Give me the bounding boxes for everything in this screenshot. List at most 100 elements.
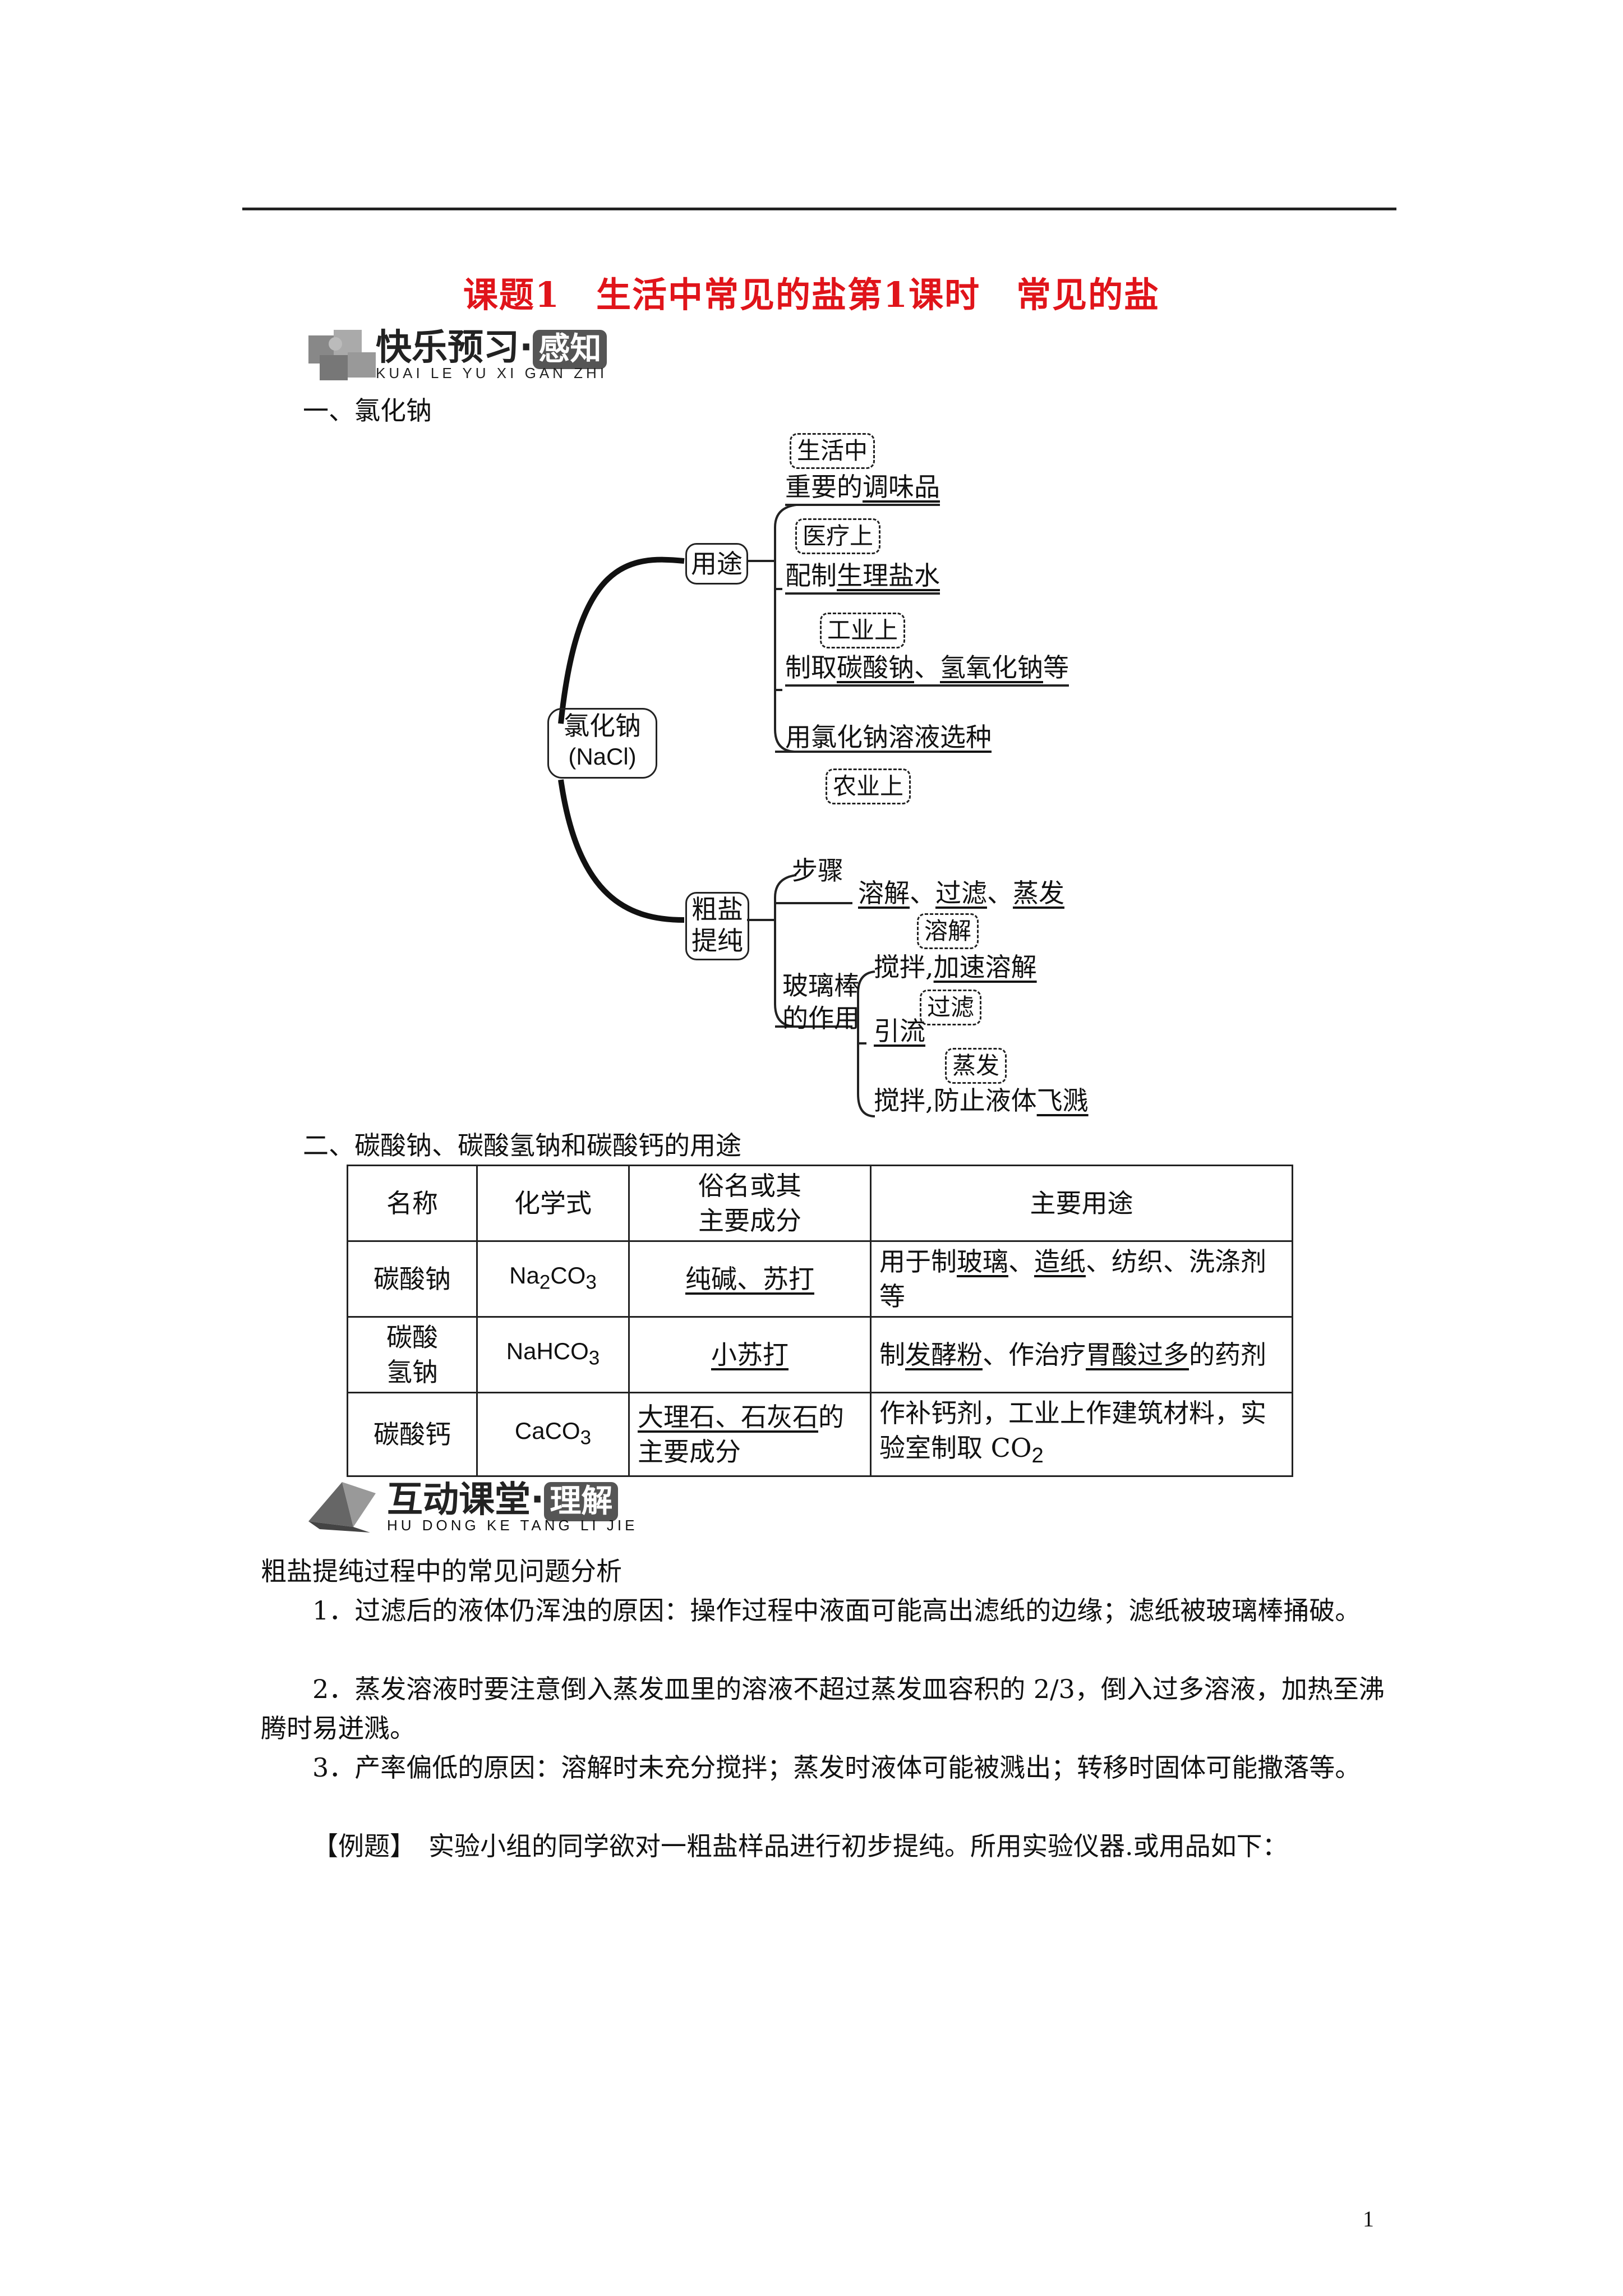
row1-use-e: 、纺织、洗涤剂等 [879, 1246, 1266, 1312]
row2-f1: NaHCO [506, 1337, 589, 1364]
row1-alias: 纯碱、苏打 [628, 1240, 872, 1318]
page-title: 课题1 生活中常见的盐第1课时 常见的盐 [463, 274, 1160, 315]
row1-use-d: 造纸 [1034, 1246, 1086, 1277]
rod-label: 玻璃棒 的作用 [782, 969, 860, 1034]
row1-f1: Na [509, 1262, 540, 1289]
use-agri-pre: 用氯化钠溶液 [785, 722, 940, 752]
table-row: 碳酸钠 Na2CO3 纯碱、苏打 用于制玻璃、造纸、纺织、洗涤剂等 [347, 1240, 1293, 1318]
row2-s1: 3 [588, 1347, 600, 1369]
tag-medical: 医疗上 [795, 518, 881, 554]
node-nacl-formula: (NaCl) [568, 743, 637, 770]
example-question: 【例题】 实验小组的同学欲对一粗盐样品进行初步提纯。所用实验仪器.或用品如下： [261, 1826, 1394, 1866]
row3-use: 作补钙剂，工业上作建筑材料，实验室制取 CO2 [870, 1391, 1293, 1478]
row2-formula: NaHCO3 [476, 1316, 630, 1393]
row2-use-c: 、作治疗 [983, 1340, 1086, 1370]
row2-alias-answer: 小苏打 [711, 1340, 789, 1370]
badge2-dot: · [531, 1479, 545, 1521]
th-use: 主要用途 [870, 1165, 1293, 1242]
row1-s1: 2 [539, 1271, 551, 1294]
row3-formula: CaCO3 [476, 1391, 630, 1478]
th-name: 名称 [347, 1165, 478, 1242]
badge2-main-text: 互动课堂 [387, 1479, 531, 1521]
th-alias: 俗名或其 主要成分 [628, 1165, 872, 1242]
use-industry-sep: 、 [914, 652, 940, 683]
badge2-pinyin: HU DONG KE TANG LI JIE [387, 1517, 638, 1534]
tag-rod-dissolve: 溶解 [917, 913, 979, 949]
row1-s2: 3 [585, 1271, 597, 1294]
node-nacl: 氯化钠 (NaCl) [547, 708, 657, 779]
rod-dissolve-pre: 搅拌, [874, 952, 934, 982]
use-medical: 配制生理盐水 [785, 559, 940, 595]
row2-name-line2: 氢钠 [386, 1357, 438, 1387]
node-nacl-name: 氯化钠 [564, 711, 641, 741]
tag-rod-evaporate: 蒸发 [945, 1048, 1007, 1084]
th-alias-line2: 主要成分 [698, 1205, 801, 1236]
rod-label-line2: 的作用 [782, 1003, 860, 1033]
steps-label: 步骤 [792, 855, 843, 886]
node-purify-line2: 提纯 [691, 926, 743, 956]
node-uses: 用途 [685, 543, 748, 585]
row2-name-line1: 碳酸 [386, 1322, 438, 1352]
row1-formula: Na2CO3 [476, 1240, 630, 1318]
row2-use-b: 发酵粉 [905, 1340, 983, 1370]
step-sep-1: 、 [910, 878, 935, 908]
step-dissolve: 溶解 [858, 878, 910, 908]
row1-use: 用于制玻璃、造纸、纺织、洗涤剂等 [870, 1240, 1293, 1318]
badge2-tag: 理解 [544, 1482, 619, 1521]
tag-agriculture: 农业上 [826, 769, 911, 804]
node-purify: 粗盐 提纯 [685, 892, 749, 960]
table-header-row: 名称 化学式 俗名或其 主要成分 主要用途 [347, 1165, 1293, 1242]
row3-f1: CaCO [514, 1417, 580, 1444]
use-daily: 重要的调味品 [785, 470, 940, 506]
badge-pinyin: KUAI LE YU XI GAN ZHI [376, 365, 608, 381]
row1-name: 碳酸钠 [347, 1240, 478, 1318]
badge-tag: 感知 [533, 330, 607, 369]
row2-use-d: 胃酸过多 [1086, 1340, 1189, 1370]
row3-alias: 大理石、石灰石的主要成分 [628, 1391, 872, 1478]
section-heading-nacl: 一、氯化钠 [303, 395, 432, 426]
rod-evaporate: 搅拌,防止液体飞溅 [874, 1084, 1089, 1117]
row3-alias-rest: 的主要成分 [638, 1402, 844, 1467]
tag-rod-filter: 过滤 [920, 990, 982, 1025]
use-industry-post: 等 [1043, 652, 1069, 683]
row2-use: 制发酵粉、作治疗胃酸过多的药剂 [870, 1316, 1293, 1393]
analysis-point-3: 3．产率偏低的原因：溶解时未充分搅拌；蒸发时液体可能被溅出；转移时固体可能撒落等… [312, 1752, 1361, 1783]
carbonate-table: 名称 化学式 俗名或其 主要成分 主要用途 碳酸钠 Na2CO3 纯碱、苏打 用… [347, 1165, 1293, 1478]
rod-dissolve: 搅拌,加速溶解 [874, 950, 1037, 984]
use-daily-answer: 调味品 [863, 472, 940, 502]
rod-evaporate-answer: 飞溅 [1036, 1085, 1089, 1116]
use-industry-answer-2: 氢氧化钠 [940, 652, 1043, 683]
tag-industry: 工业上 [820, 613, 906, 648]
row3-use-a: 作补钙剂，工业上作建筑材料，实验室制取 CO [879, 1398, 1266, 1463]
rod-evaporate-pre: 搅拌,防止液体 [874, 1085, 1037, 1116]
rod-label-line1: 玻璃棒 [782, 970, 860, 1001]
use-industry: 制取碳酸钠、氢氧化钠等 [785, 651, 1069, 687]
row2-alias: 小苏打 [628, 1316, 872, 1393]
example-text: 实验小组的同学欲对一粗盐样品进行初步提纯。所用实验仪器.或用品如下： [428, 1831, 1288, 1861]
badge-main-text: 快乐预习 [376, 327, 519, 369]
row3-alias-answer: 大理石、石灰石 [638, 1402, 818, 1433]
analysis-title: 粗盐提纯过程中的常见问题分析 [261, 1556, 622, 1586]
row1-use-b: 玻璃 [957, 1246, 1008, 1277]
use-industry-answer-1: 碳酸钠 [837, 652, 914, 683]
analysis-point-2: 2．蒸发溶液时要注意倒入蒸发皿里的溶液不超过蒸发皿容积的 2/3，倒入过多溶液，… [261, 1674, 1385, 1743]
badge-dot: · [519, 327, 533, 369]
example-label: 【例题】 [312, 1831, 403, 1861]
use-industry-pre: 制取 [785, 652, 837, 683]
steps-answers: 溶解、过滤、蒸发 [858, 876, 1064, 910]
row3-s1: 3 [580, 1427, 592, 1449]
row1-f2: CO [550, 1262, 586, 1289]
puzzle-icon [308, 330, 376, 380]
row3-name: 碳酸钙 [347, 1391, 478, 1478]
use-agriculture: 用氯化钠溶液选种 [785, 720, 992, 754]
page-number: 1 [1363, 2206, 1374, 2231]
table-row: 碳酸钙 CaCO3 大理石、石灰石的主要成分 作补钙剂，工业上作建筑材料，实验室… [347, 1391, 1293, 1478]
row1-use-c: 、 [1008, 1246, 1034, 1277]
rod-filter: 引流 [874, 1014, 925, 1048]
step-evaporate: 蒸发 [1013, 878, 1064, 908]
row2-use-a: 制 [879, 1340, 905, 1370]
table-row: 碳酸 氢钠 NaHCO3 小苏打 制发酵粉、作治疗胃酸过多的药剂 [347, 1316, 1293, 1393]
rod-filter-answer: 引流 [874, 1016, 925, 1046]
row2-use-e: 的药剂 [1189, 1340, 1266, 1370]
